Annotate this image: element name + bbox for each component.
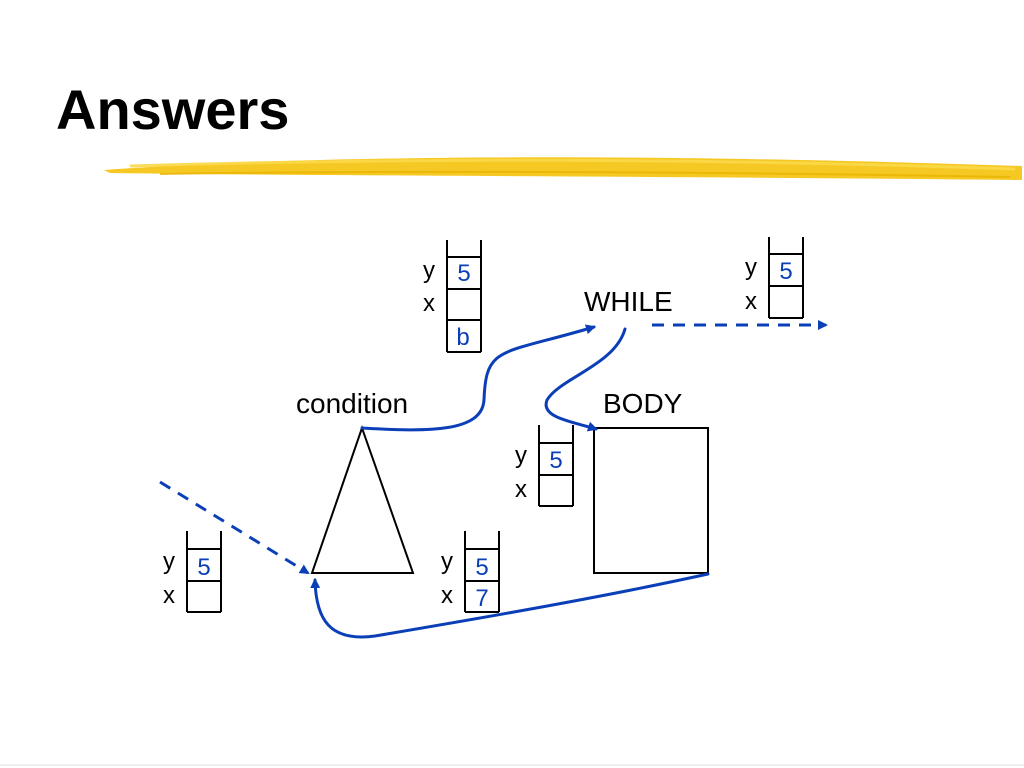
memory-state-middle: y x 5 (515, 425, 574, 507)
condition-to-while-arrow (360, 324, 596, 432)
register-label-x: x (515, 476, 527, 503)
register-value-y: 5 (549, 447, 562, 474)
memory-state-bottom-left: y x 5 (163, 531, 222, 613)
register-label-x: x (163, 582, 175, 609)
title-underline-brush (104, 157, 1022, 180)
entry-dashed-arrow (159, 480, 310, 575)
register-label-x: x (745, 288, 757, 315)
register-label-y: y (163, 548, 175, 575)
slide-footer-divider (0, 764, 1024, 766)
memory-state-bottom-middle: y x 5 7 (441, 531, 500, 613)
memory-state-top-right: y x 5 (745, 237, 804, 319)
slide-title: Answers (56, 78, 290, 141)
register-value-x: 7 (475, 585, 488, 612)
while-label: WHILE (584, 286, 673, 317)
register-value-y: 5 (475, 554, 488, 581)
register-value-y: 5 (457, 260, 470, 287)
register-label-y: y (441, 548, 453, 575)
register-label-y: y (745, 254, 757, 281)
register-value-extra: b (456, 324, 469, 351)
condition-triangle (310, 424, 415, 574)
register-value-y: 5 (779, 258, 792, 285)
body-label: BODY (603, 388, 683, 419)
condition-label: condition (296, 388, 408, 419)
memory-state-top-middle: y x 5 b (423, 240, 482, 353)
while-to-body-arrow (544, 327, 627, 432)
register-value-y: 5 (197, 554, 210, 581)
body-to-condition-arrow (310, 572, 710, 639)
register-label-x: x (423, 290, 435, 317)
register-label-x: x (441, 582, 453, 609)
register-label-y: y (423, 257, 435, 284)
body-box (593, 427, 709, 574)
register-label-y: y (515, 442, 527, 469)
